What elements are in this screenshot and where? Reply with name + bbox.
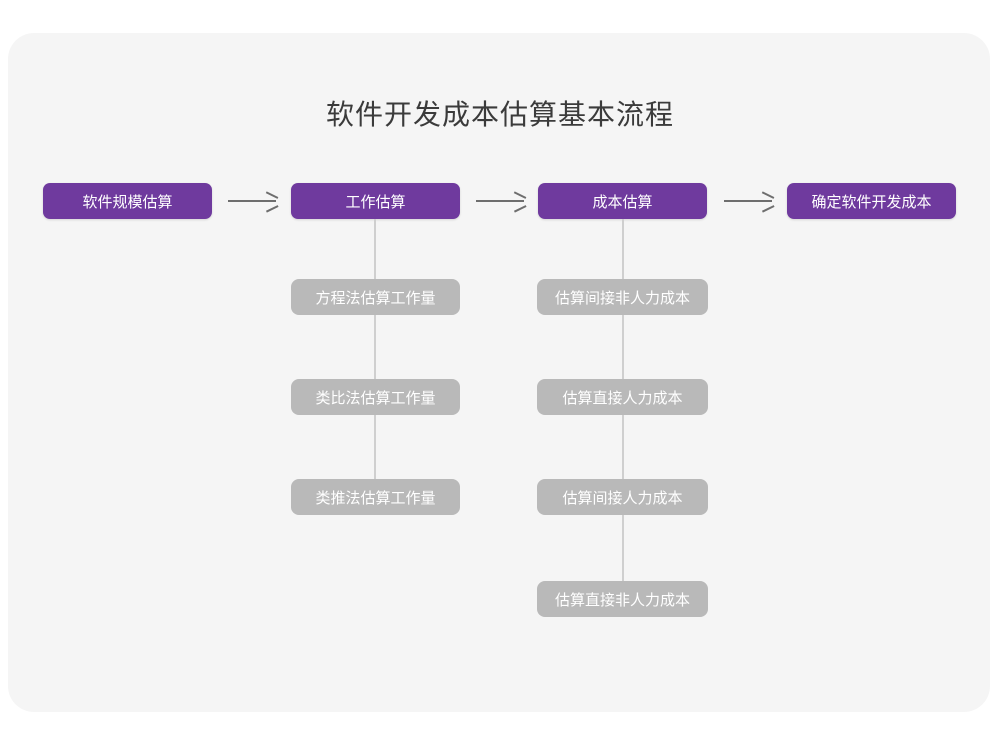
flow-node-effort-estimation[interactable]: 工作估算 — [291, 183, 460, 219]
panel-background — [8, 33, 990, 712]
flow-node-determine-development-cost[interactable]: 确定软件开发成本 — [787, 183, 956, 219]
sub-node-direct-labor-cost[interactable]: 估算直接人力成本 — [537, 379, 708, 415]
arrow-head — [761, 195, 772, 208]
arrow-right-icon-1 — [228, 194, 276, 208]
sub-node-direct-nonlabor-cost[interactable]: 估算直接非人力成本 — [537, 581, 708, 617]
arrow-shaft — [228, 200, 276, 202]
arrow-right-icon-3 — [724, 194, 772, 208]
sub-node-effort-equation-method[interactable]: 方程法估算工作量 — [291, 279, 460, 315]
flow-node-software-scale-estimation[interactable]: 软件规模估算 — [43, 183, 212, 219]
sub-node-effort-analogy-method[interactable]: 类比法估算工作量 — [291, 379, 460, 415]
flow-node-cost-estimation[interactable]: 成本估算 — [538, 183, 707, 219]
sub-node-effort-inference-method[interactable]: 类推法估算工作量 — [291, 479, 460, 515]
page-title: 软件开发成本估算基本流程 — [325, 98, 674, 131]
connector-line-effort — [374, 219, 376, 515]
connector-line-cost — [622, 219, 624, 617]
arrow-head — [513, 195, 524, 208]
sub-node-indirect-nonlabor-cost[interactable]: 估算间接非人力成本 — [537, 279, 708, 315]
arrow-right-icon-2 — [476, 194, 524, 208]
arrow-shaft — [476, 200, 524, 202]
arrow-shaft — [724, 200, 772, 202]
sub-node-indirect-labor-cost[interactable]: 估算间接人力成本 — [537, 479, 708, 515]
arrow-head — [265, 195, 276, 208]
